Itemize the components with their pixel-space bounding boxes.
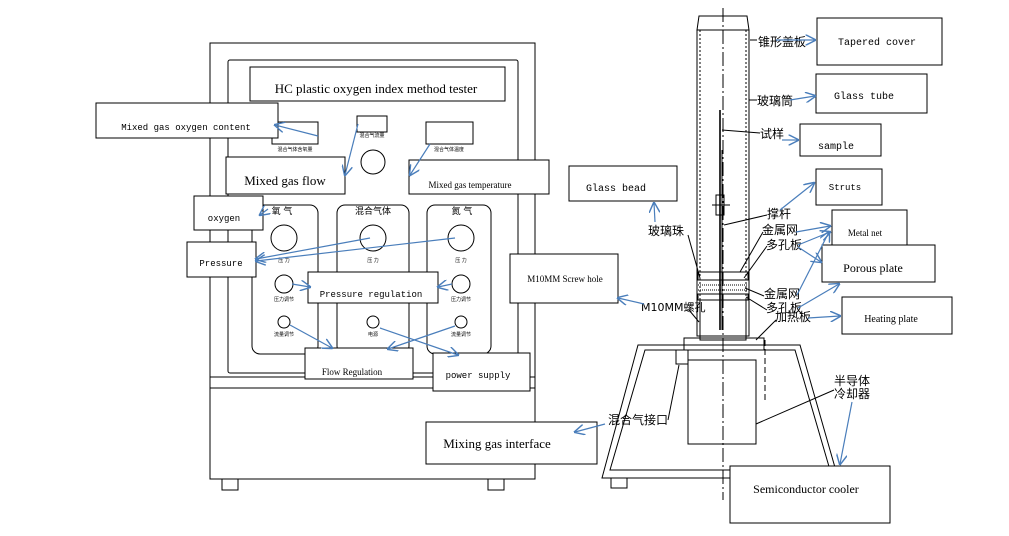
cn-semiconductor-1: 半导体 (834, 374, 870, 388)
cn-glass-tube: 玻璃筒 (757, 93, 793, 108)
pressure-reg-small-1: 压力调节 (274, 296, 294, 303)
cn-struts: 撑杆 (767, 206, 791, 221)
struts-label: Struts (815, 168, 883, 206)
svg-text:Struts: Struts (829, 183, 861, 193)
nitrogen-pressure-knob (451, 274, 471, 294)
oxygen-index-apparatus (601, 8, 839, 500)
svg-text:sample: sample (818, 141, 854, 153)
cn-sample: 试样 (760, 126, 784, 141)
oxygen-flow-knob (277, 315, 291, 329)
oxygen-label: oxygen (193, 195, 264, 231)
title-box: HC plastic oxygen index method tester (249, 66, 506, 102)
pressure-small-3: 压 力 (455, 257, 467, 264)
m10mm-screw-hole-label: M10MM Screw hole (509, 253, 619, 304)
oxygen-pressure-knob (274, 274, 294, 294)
svg-text:Mixing gas interface: Mixing gas interface (443, 436, 551, 451)
porous-plate-label: Porous plate (821, 244, 936, 283)
svg-text:power supply: power supply (446, 371, 511, 381)
pressure-small-2: 压 力 (367, 257, 379, 264)
pressure-label: Pressure (186, 241, 257, 278)
tapered-cover-label: Tapered cover (816, 17, 943, 66)
mixed-temp-small-label: 混合气体温度 (434, 146, 464, 153)
oxygen-pressure-gauge (270, 224, 298, 252)
sample-label: sample (799, 123, 882, 157)
svg-text:HC plastic oxygen index method: HC plastic oxygen index method tester (275, 81, 478, 96)
flow-reg-small-2: 流量调节 (451, 331, 471, 338)
svg-text:Mixed gas flow: Mixed gas flow (244, 173, 326, 188)
svg-text:Mixed gas temperature: Mixed gas temperature (429, 180, 512, 190)
semiconductor-cooler-label: Semiconductor cooler (729, 465, 891, 524)
cn-mixing-gas: 混合气接口 (608, 412, 668, 427)
svg-text:Pressure regulation: Pressure regulation (320, 290, 423, 300)
nitrogen-flow-knob (454, 315, 468, 329)
flow-display (356, 115, 388, 133)
mixed-flow-small-label: 混合气流量 (359, 132, 384, 139)
pressure-regulation-label: Pressure regulation (307, 271, 439, 304)
cn-heating-plate: 加热板 (775, 310, 811, 324)
svg-text:Heating plate: Heating plate (864, 314, 918, 325)
leader-lines (667, 39, 835, 425)
mixed-gas-flow-label: Mixed gas flow (225, 156, 346, 195)
pressure-small-1: 压 力 (278, 257, 290, 264)
cn-m10-screw: M10MM螺孔 (641, 301, 705, 314)
power-switch (366, 315, 380, 329)
svg-text:Pressure: Pressure (199, 259, 242, 269)
cn-tapered-cover: 锥形盖板 (758, 35, 806, 49)
glass-bead-label: Glass bead (568, 165, 678, 202)
svg-text:Glass tube: Glass tube (834, 91, 894, 103)
glass-tube-label: Glass tube (815, 73, 928, 114)
svg-text:Semiconductor cooler: Semiconductor cooler (753, 482, 859, 496)
mixed-gas-temperature-label: Mixed gas temperature (408, 159, 550, 195)
flow-regulation-label: Flow Regulation (304, 347, 414, 380)
mixing-gas-interface-label: Mixing gas interface (425, 421, 598, 465)
svg-text:Tapered cover: Tapered cover (838, 37, 916, 49)
mixed-oxygen-small-label: 混合气体含氧量 (277, 146, 312, 153)
heating-plate-label: Heating plate (841, 296, 953, 335)
cn-porous-plate-2: 多孔板 (766, 301, 802, 315)
flow-knob (360, 149, 386, 175)
mixed-pressure-gauge (359, 224, 387, 252)
oxygen-column-label: 氧 气 (272, 205, 293, 217)
temperature-display (425, 121, 474, 145)
mixed-column-label: 混合气体 (355, 205, 391, 217)
svg-text:M10MM Screw hole: M10MM Screw hole (527, 274, 603, 284)
cn-metal-net-2: 金属网 (764, 286, 800, 301)
cn-metal-net-1: 金属网 (762, 222, 798, 237)
callout-arrows (256, 40, 853, 464)
svg-text:oxygen: oxygen (208, 214, 240, 224)
power-small: 电源 (368, 331, 378, 338)
oxygen-content-display (271, 121, 319, 145)
mixed-gas-oxygen-content-label: Mixed gas oxygen content (95, 102, 279, 139)
svg-text:Flow Regulation: Flow Regulation (322, 367, 383, 377)
cn-porous-plate-1: 多孔板 (766, 238, 802, 252)
power-supply-label: power supply (432, 352, 531, 392)
svg-text:Metal net: Metal net (848, 228, 883, 238)
cn-glass-bead: 玻璃珠 (648, 224, 684, 238)
nitrogen-column-label: 氮 气 (452, 205, 473, 217)
svg-text:Glass bead: Glass bead (586, 183, 646, 195)
pressure-reg-small-2: 压力调节 (451, 296, 471, 303)
cn-semiconductor-2: 冷却器 (834, 387, 870, 401)
svg-text:Mixed gas oxygen content: Mixed gas oxygen content (121, 123, 251, 133)
flow-reg-small-1: 流量调节 (274, 331, 294, 338)
nitrogen-pressure-gauge (447, 224, 475, 252)
svg-text:Porous plate: Porous plate (843, 261, 903, 275)
